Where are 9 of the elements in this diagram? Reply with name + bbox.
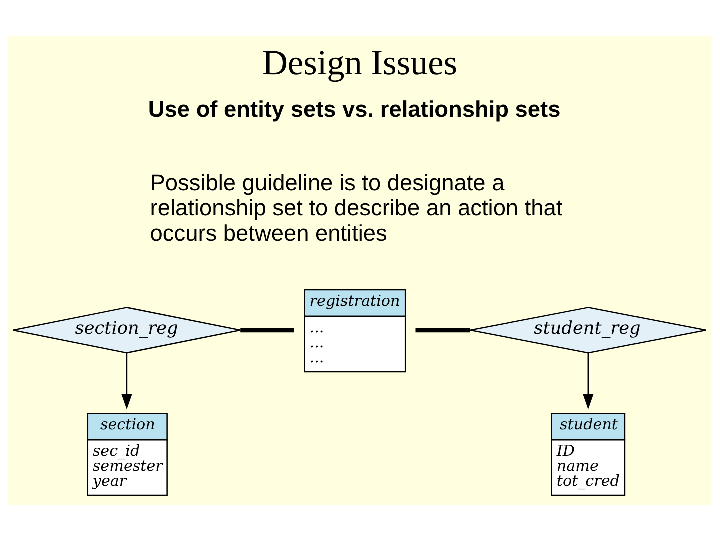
connector [240, 328, 294, 332]
label: Possible guideline is to designate a relationship set to describe an action that occurs between entities [150, 168, 563, 246]
node-diamond: student_reg [470, 306, 707, 354]
label: Use of entity sets vs. relationship sets [148, 96, 561, 122]
diagram-title: Design Issues [262, 42, 458, 82]
arrow [122, 352, 132, 410]
connector [416, 328, 470, 332]
arrow [583, 352, 594, 410]
node-diamond: section_reg [12, 306, 242, 354]
